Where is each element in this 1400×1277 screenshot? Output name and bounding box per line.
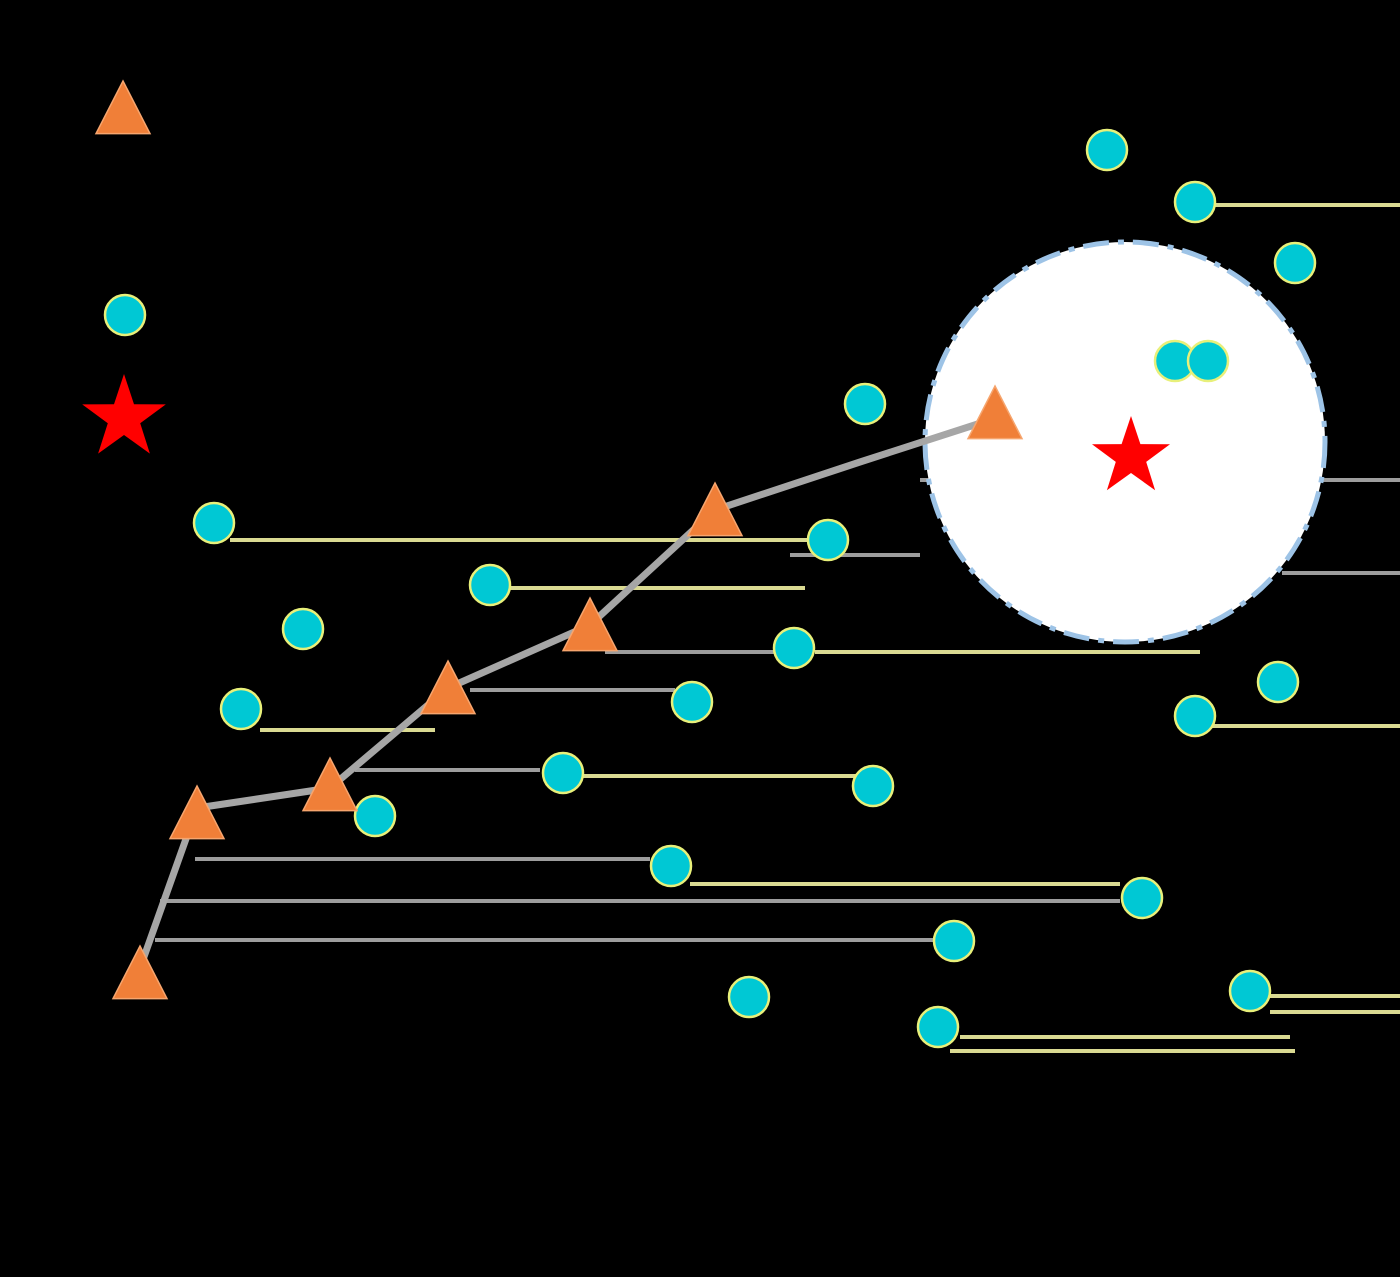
data-point	[541, 751, 585, 795]
path-node-triangle	[561, 596, 619, 652]
data-point	[1186, 339, 1230, 383]
data-point	[1173, 180, 1217, 224]
data-point	[806, 518, 850, 562]
data-point	[843, 382, 887, 426]
data-point	[916, 1005, 960, 1049]
data-point	[851, 764, 895, 808]
data-point	[192, 501, 236, 545]
data-point	[219, 687, 263, 731]
path-node-triangle	[966, 384, 1024, 440]
search-path-line	[136, 416, 992, 970]
path-node-triangle	[111, 944, 169, 1000]
data-point	[103, 293, 147, 337]
path-node-triangle	[168, 784, 226, 840]
data-point	[1120, 876, 1164, 920]
data-point	[670, 680, 714, 724]
target-stars	[82, 374, 1170, 491]
data-point	[772, 626, 816, 670]
data-point	[727, 975, 771, 1019]
path-node-triangle	[301, 756, 359, 812]
data-point	[281, 607, 325, 651]
data-point	[468, 563, 512, 607]
data-points	[103, 128, 1317, 1049]
path-node-triangle	[419, 659, 477, 715]
data-point	[1228, 969, 1272, 1013]
path-nodes	[94, 79, 1024, 1000]
data-point	[649, 844, 693, 888]
data-point	[1273, 241, 1317, 285]
target-star	[1092, 416, 1170, 491]
data-point	[353, 794, 397, 838]
data-point	[1173, 694, 1217, 738]
path-node-triangle	[686, 481, 744, 537]
faint-lines	[155, 203, 1400, 1053]
data-point	[1256, 660, 1300, 704]
data-point	[932, 919, 976, 963]
query-star	[82, 374, 166, 454]
path-node-triangle	[94, 79, 152, 135]
data-point	[1085, 128, 1129, 172]
